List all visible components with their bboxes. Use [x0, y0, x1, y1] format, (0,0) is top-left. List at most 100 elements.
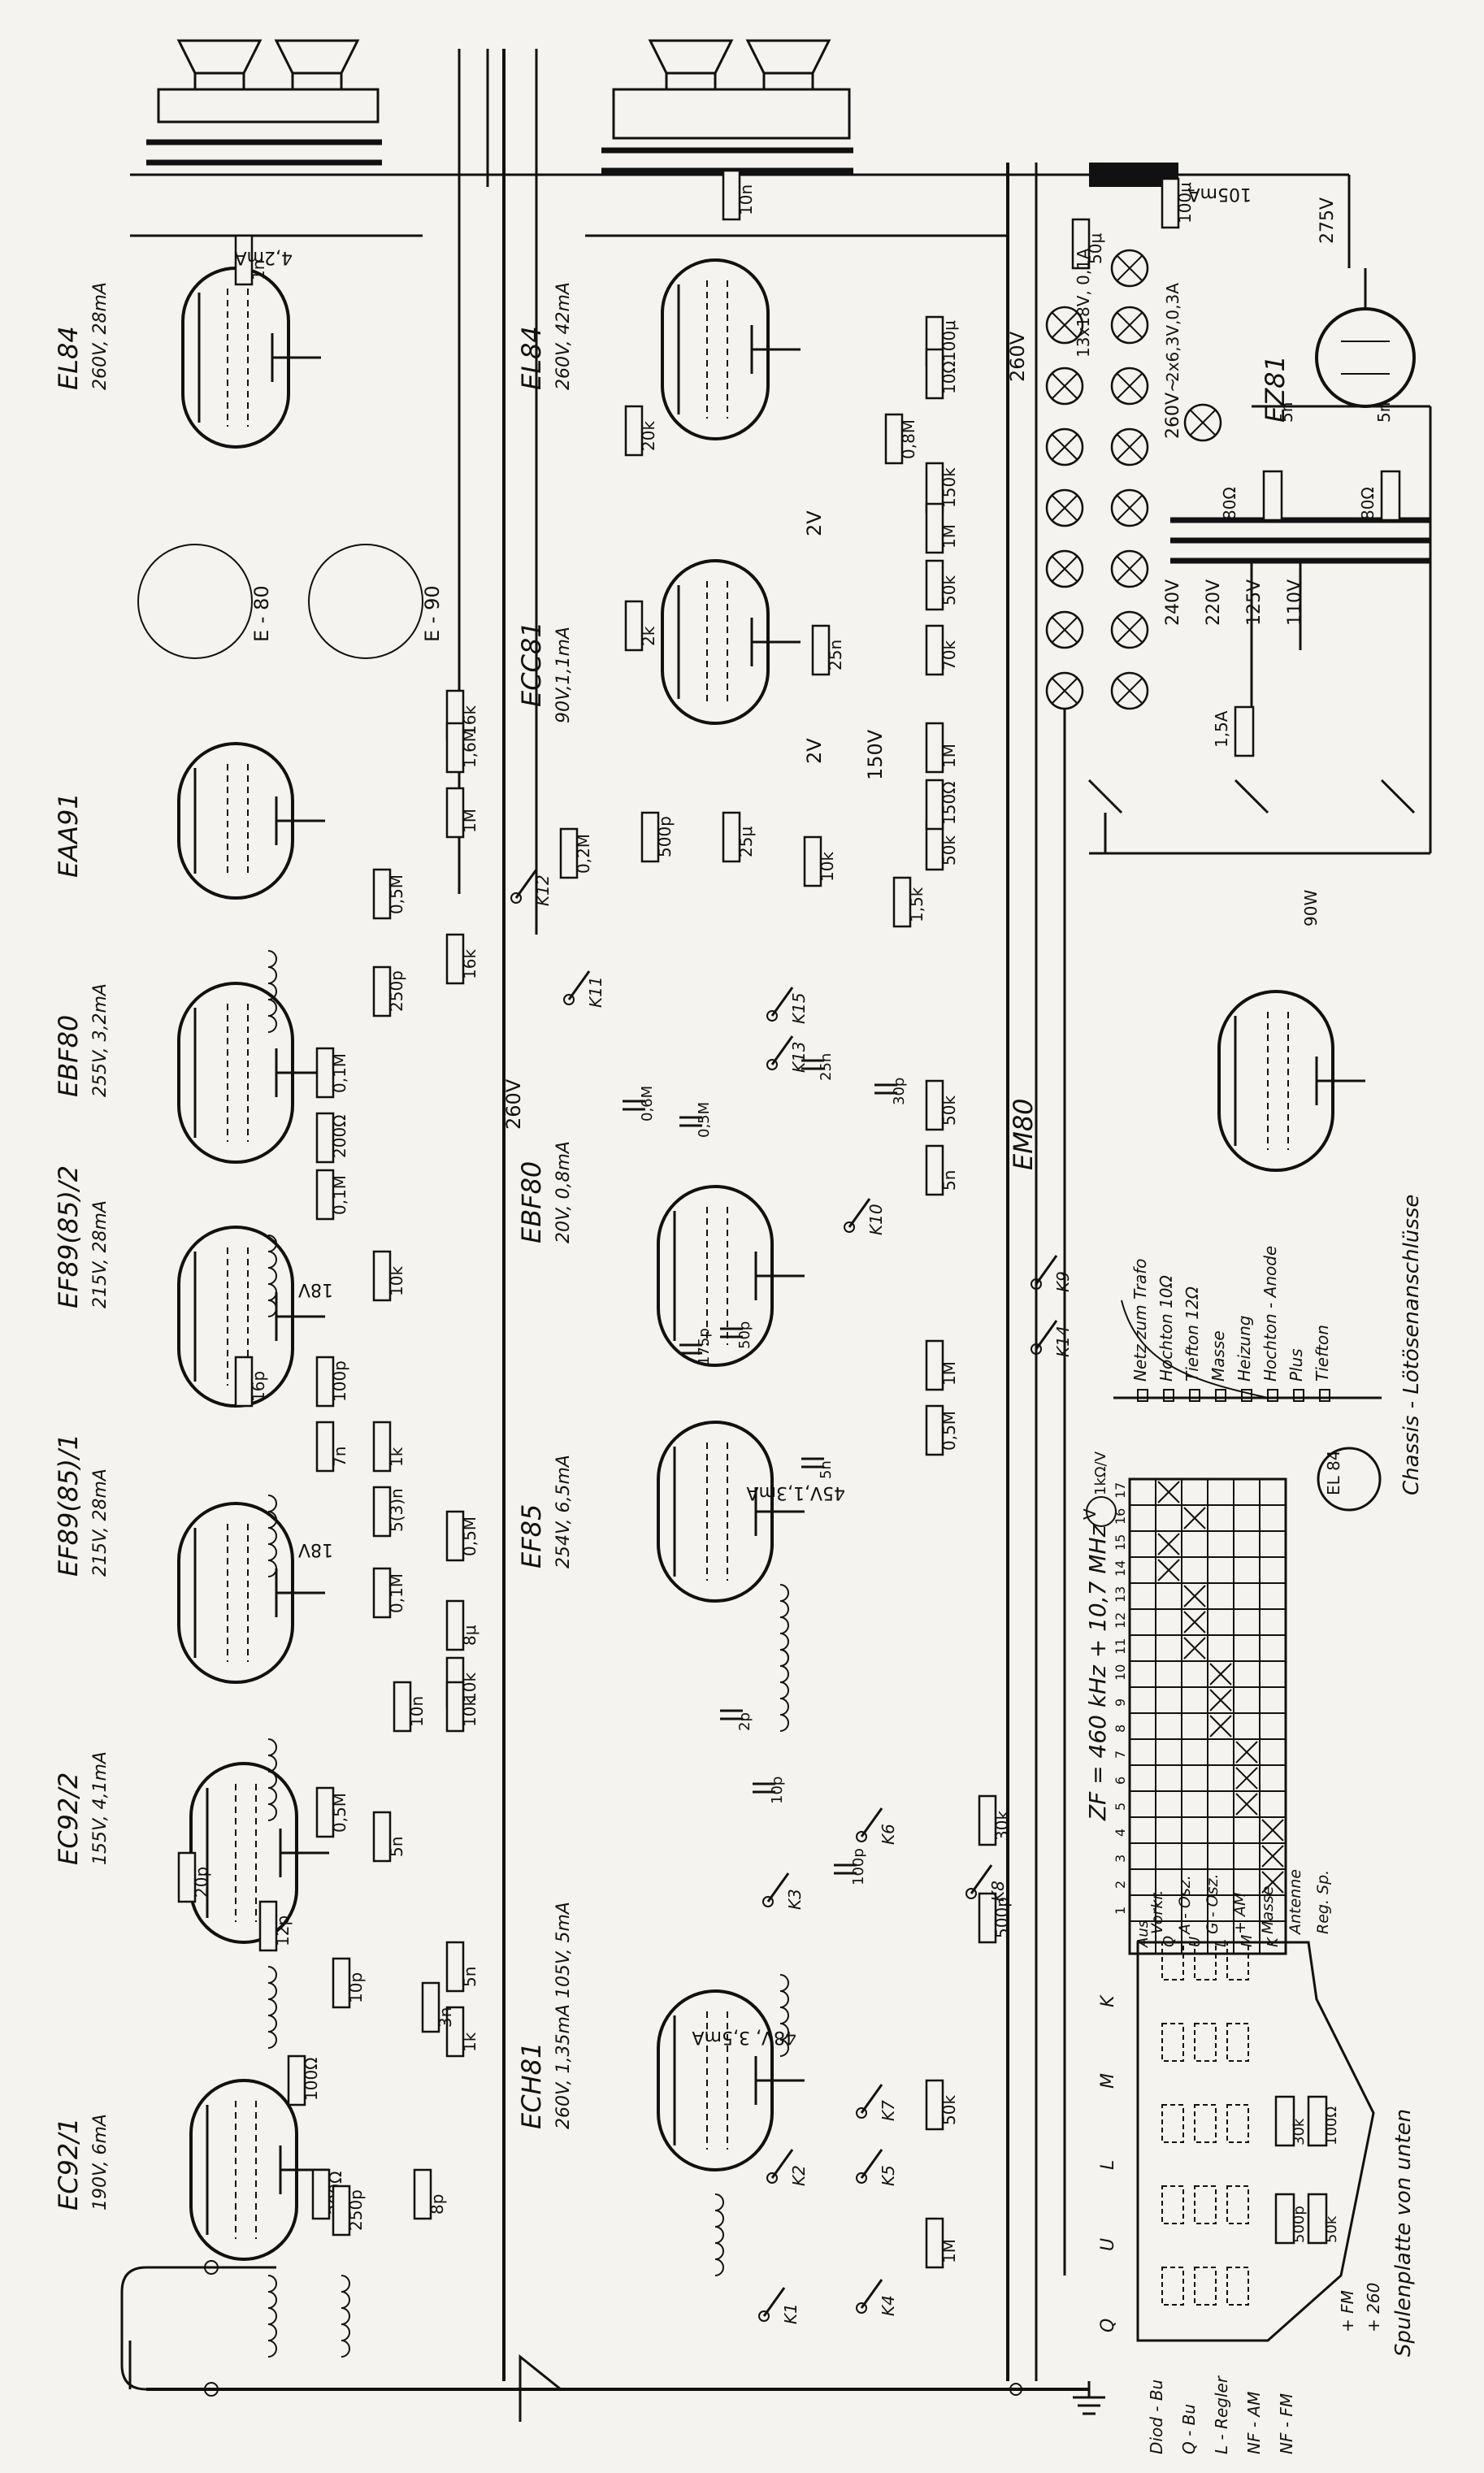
component: 5n	[372, 1811, 406, 1863]
coil-board-right-label: A - Osz.	[1176, 1875, 1194, 1936]
lamp	[1045, 488, 1084, 527]
label-ebf80-2: EBF80	[516, 1161, 547, 1243]
label-ebf80-2-rating: 20V, 0,8mA	[553, 1141, 574, 1243]
coil-board-left-label: Q - Bu	[1179, 2404, 1199, 2454]
label-ecc81-rating: 90V,1,1mA	[553, 627, 574, 723]
component-value: 20p	[192, 1867, 211, 1898]
component-value: 500p	[655, 816, 675, 857]
tube-EF89_2	[177, 1226, 325, 1408]
mains-tap-125: 125V	[1244, 579, 1265, 626]
dial-lamps	[1045, 249, 1222, 710]
component: 10Ω	[925, 348, 959, 400]
coil-board-row: U	[1098, 2238, 1118, 2251]
label-ef85-rating: 254V, 6,5mA	[553, 1455, 574, 1568]
switch-k15: K15	[766, 987, 809, 1024]
component: 0,5M	[445, 1510, 479, 1562]
component-value: 0,1M	[387, 1573, 406, 1613]
label-em80: EM80	[1008, 1098, 1039, 1170]
component: 16p	[234, 1356, 268, 1408]
component-value: 10k	[460, 1697, 479, 1727]
tubes-layer	[177, 258, 1365, 2261]
tube-EF89_1	[177, 1502, 325, 1684]
ef85-g2-label: 45V,1,3mA	[746, 1482, 845, 1503]
voltage-labels: 260V 260V 150V 4,2mA 2V 2V 45V,1,3mA 48V…	[235, 247, 1183, 2047]
component: 2k	[624, 600, 658, 652]
component: 20p	[177, 1851, 211, 1903]
component: 16k	[445, 933, 479, 985]
component: 200Ω	[315, 1112, 349, 1164]
component: 1,5k	[892, 876, 926, 928]
component: 1,6M	[445, 722, 479, 774]
lamp	[1110, 367, 1149, 406]
switch-k12: K12	[510, 869, 553, 906]
component: 10n	[393, 1681, 427, 1733]
component-value: 8μ	[460, 1625, 479, 1646]
capacitor: 10p	[753, 1777, 786, 1804]
component-value: 5n	[387, 1837, 406, 1857]
coil	[779, 1584, 789, 1667]
capacitor: 175p	[679, 1328, 713, 1365]
component-value: 1M	[939, 744, 959, 768]
switch-table-col: 2	[1113, 1881, 1128, 1889]
component: 8p	[413, 2168, 447, 2220]
fuse-label: 1,5A	[1212, 710, 1231, 748]
component-value: 20k	[639, 421, 658, 451]
ef89-g2-label-b: 18V	[298, 1539, 333, 1560]
tube-ECH81	[657, 1989, 805, 2171]
component: 20k	[624, 405, 658, 457]
capacitor-value: 50p	[736, 1321, 753, 1349]
switch-k10: K10	[844, 1198, 886, 1235]
switch-label: K8	[988, 1881, 1008, 1902]
component: 0,5M	[372, 868, 406, 920]
bplus-label-main: 260V	[502, 1078, 525, 1130]
coil-board-row: M	[1098, 2073, 1118, 2089]
coil-board-right-label: Antenne	[1287, 1869, 1304, 1936]
component: 500p	[640, 811, 675, 863]
coil	[267, 1234, 277, 1317]
component: 50μ	[1071, 218, 1105, 270]
power-label: 90W	[1301, 890, 1321, 926]
switch-k11: K11	[563, 970, 605, 1008]
label-ec92-1-rating: 190V, 6mA	[90, 2114, 111, 2211]
switch-k5: K5	[856, 2149, 898, 2186]
speaker-terminal-label: Tiefton 12Ω	[1182, 1286, 1202, 1382]
component-value: 10n	[736, 184, 756, 215]
component-value: 150Ω	[939, 782, 959, 825]
component-value: 25n	[826, 640, 845, 670]
switch-label: K5	[879, 2165, 898, 2186]
meter-value: 1kΩ/V	[1092, 1451, 1109, 1495]
component-value: 250p	[387, 970, 406, 1012]
label-ech81-rating: 260V, 1,35mA 105V, 5mA	[553, 1902, 574, 2129]
component-value: 0,1M	[330, 1175, 349, 1215]
lamp	[1110, 306, 1149, 345]
capacitor: 5n	[801, 1457, 835, 1479]
tube-EBF80_1	[177, 982, 325, 1164]
component-value: 0,8M	[899, 419, 918, 459]
mains-tap-110: 110V	[1285, 579, 1305, 626]
mains-tap-240: 240V	[1163, 579, 1183, 626]
component: 25n	[811, 624, 845, 676]
coil-board-part: 500p	[1291, 2206, 1308, 2243]
capacitor-value: 25n	[818, 1053, 835, 1081]
label-ef85: EF85	[516, 1504, 547, 1568]
tube-EC92_2	[189, 1762, 329, 1944]
component: 10p	[332, 1957, 366, 2009]
component-value: 50k	[939, 575, 959, 605]
component-value: 1k	[387, 1447, 406, 1467]
label-el84-1: EL84	[53, 326, 84, 390]
component-value: 10k	[387, 1266, 406, 1296]
capacitor: 30p	[874, 1078, 908, 1105]
component-value: 50k	[939, 2095, 959, 2125]
ecc-2v-label-a: 2V	[803, 510, 826, 536]
component-value: 1M	[939, 1361, 959, 1386]
component: 100μ	[1161, 177, 1195, 229]
coil-board-left-label: NF - AM	[1244, 2392, 1264, 2454]
lamp	[1045, 671, 1084, 710]
coil-board-left-label: L - Regler	[1212, 2375, 1231, 2454]
label-ef89-2-rating: 215V, 28mA	[90, 1200, 111, 1308]
coil	[267, 1738, 277, 1821]
component: 1M	[925, 722, 959, 774]
